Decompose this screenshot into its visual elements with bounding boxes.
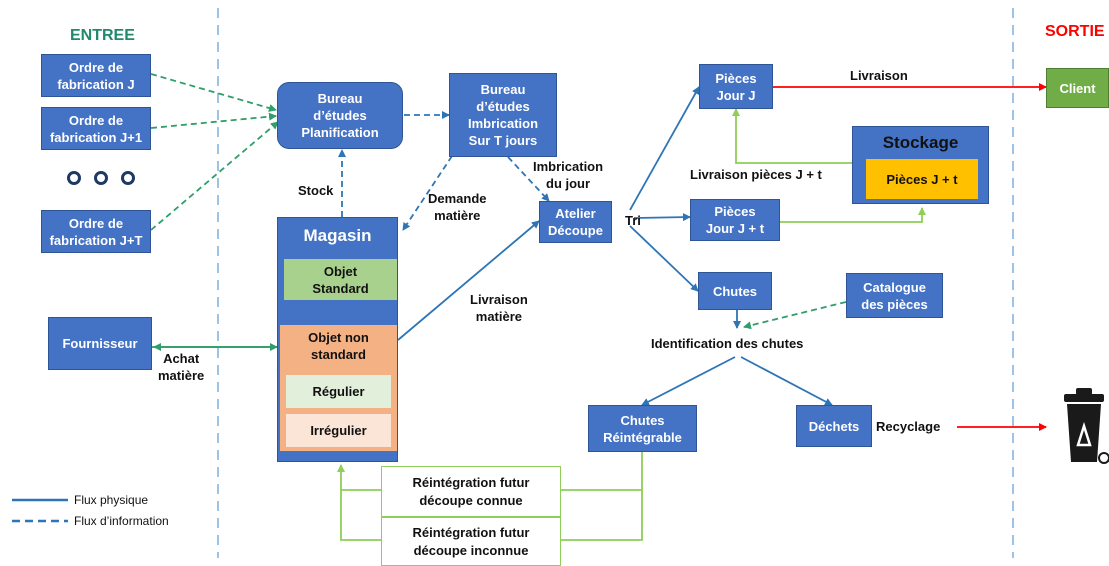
stockage-pieces-box: Pièces J + t <box>866 159 978 199</box>
pieces-jour-jt-box: Pièces Jour J + t <box>690 199 780 241</box>
stockage-title: Stockage <box>882 133 959 152</box>
legend-physique-label: Flux physique <box>74 493 149 507</box>
stock-label: Stock <box>298 183 334 198</box>
info-flow-ordre-jt <box>150 121 279 231</box>
reintegration-connue-box: Réintégration futur découpe connue <box>381 466 561 517</box>
regulier-box: Régulier <box>286 375 391 408</box>
client-box: Client <box>1046 68 1109 108</box>
ordre-fabrication-jt-box: Ordre de fabrication J+T <box>41 210 151 253</box>
info-flow-ordre-j <box>150 73 277 112</box>
achat-matiere-label: Achat matière <box>158 351 205 383</box>
info-flow-demande-matiere <box>402 155 453 231</box>
chutes-box: Chutes <box>698 272 772 310</box>
ellipsis-dots-icon <box>67 171 135 185</box>
chutes-reintegrable-box: Chutes Réintégrable <box>588 405 697 452</box>
flow-tri-pieces-j <box>629 86 700 211</box>
flow-tri-chutes <box>629 225 699 292</box>
ordre-fabrication-j1-box: Ordre de fabrication J+1 <box>41 107 151 150</box>
recycle-bin-icon <box>1064 388 1109 464</box>
catalogue-pieces-box: Catalogue des pièces <box>846 273 943 318</box>
irregulier-box: Irrégulier <box>286 414 391 447</box>
info-flow-catalogue <box>743 301 847 330</box>
sortie-title: SORTIE <box>1045 23 1105 40</box>
magasin-title: Magasin <box>303 226 372 245</box>
flow-pieces-jt-stockage <box>780 207 926 223</box>
pieces-jour-j-box: Pièces Jour J <box>699 64 773 109</box>
tri-label: Tri <box>625 213 641 228</box>
identification-chutes-label: Identification des chutes <box>651 336 804 351</box>
ordre-fabrication-j-box: Ordre de fabrication J <box>41 54 151 97</box>
info-flow-ordre-j1 <box>150 112 277 129</box>
livraison-matiere-label: Livraison matière <box>470 292 528 324</box>
atelier-decoupe-box: Atelier Découpe <box>539 201 612 243</box>
fournisseur-box: Fournisseur <box>48 317 152 370</box>
reintegration-inconnue-box: Réintégration futur découpe inconnue <box>381 517 561 566</box>
livraison-label: Livraison <box>850 68 908 83</box>
objet-standard-box: Objet Standard <box>284 259 397 300</box>
legend-information-label: Flux d’information <box>74 514 169 528</box>
dechets-box: Déchets <box>796 405 872 447</box>
flow-identification-dechets <box>740 356 833 406</box>
imbrication-jour-label: Imbrication du jour <box>533 159 604 191</box>
flow-livraison-matiere <box>397 220 540 341</box>
flow-stockage-pieces-j <box>732 108 852 164</box>
entree-title: ENTREE <box>70 27 135 44</box>
flow-tri-pieces-jt <box>633 213 691 222</box>
demande-matiere-label: Demande matière <box>428 191 487 223</box>
bureau-planification-box: Bureau d’études Planification <box>277 82 403 149</box>
livraison-pieces-label: Livraison pièces J + t <box>690 167 822 182</box>
info-flow-imbrication-jour <box>507 156 550 202</box>
recyclage-label: Recyclage <box>876 419 941 434</box>
flow-identification-reintegrable <box>641 356 736 406</box>
bureau-imbrication-box: Bureau d’études Imbrication Sur T jours <box>449 73 557 157</box>
